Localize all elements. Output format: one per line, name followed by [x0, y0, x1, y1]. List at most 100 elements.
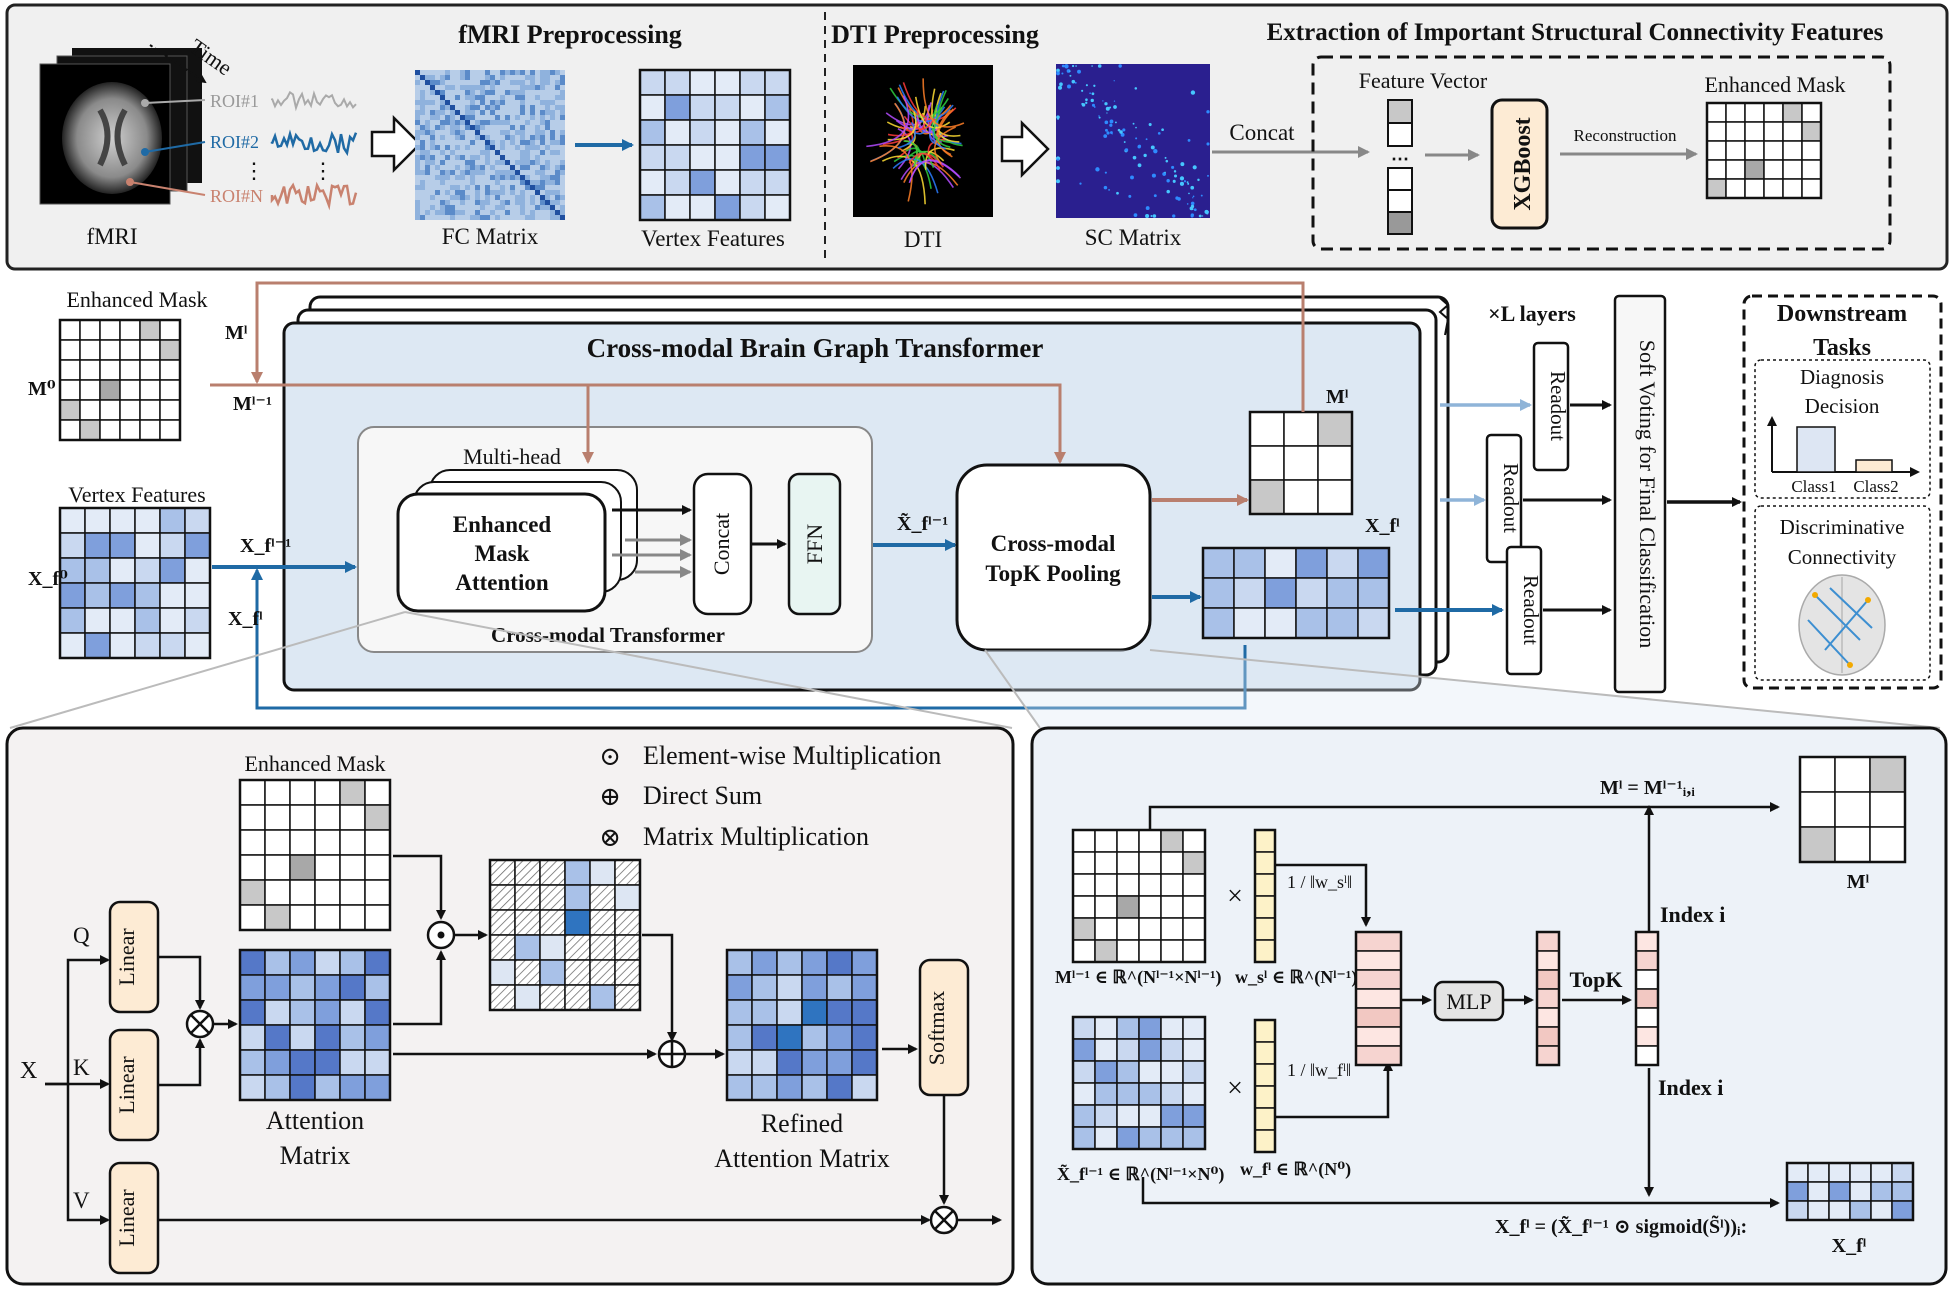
fc-matrix-cell [415, 105, 420, 110]
refined-attention-cell [826, 1024, 853, 1051]
fc-matrix-cell [460, 130, 465, 135]
readout-box-3 [1505, 545, 1543, 676]
vertex-features-x0-cell [159, 507, 186, 534]
fc-matrix-cell [555, 135, 560, 140]
fc-matrix-cell [480, 155, 485, 160]
ml-out-cell [1834, 826, 1871, 863]
fc-matrix-cell [460, 75, 465, 80]
ml-eq: Mˡ = Mˡ⁻¹ᵢ,ᵢ [1600, 777, 1695, 799]
fc-matrix-cell [530, 95, 535, 100]
fc-matrix-cell [470, 110, 475, 115]
fc-matrix-cell [545, 185, 550, 190]
fc-matrix-cell [545, 175, 550, 180]
m-input-cell [1116, 917, 1140, 941]
fc-matrix-cell [520, 135, 525, 140]
fc-matrix-cell [450, 140, 455, 145]
brain-connectivity-image [1798, 574, 1886, 676]
fc-matrix-cell [490, 155, 495, 160]
fc-matrix-cell [420, 125, 425, 130]
xf-out-cell [1786, 1162, 1809, 1183]
fc-matrix-cell [515, 90, 520, 95]
legend-symbol-2: ⊕ [599, 782, 621, 811]
masked-attention-cell [564, 959, 591, 986]
fc-matrix-cell [445, 180, 450, 185]
enhanced-mask-m0-cell [59, 379, 81, 401]
fc-matrix-cell [485, 130, 490, 135]
middle-section: Enhanced Mask M⁰ Vertex Features X_f⁰ Cr… [9, 281, 1943, 729]
fc-matrix-cell [525, 110, 530, 115]
fc-matrix-cell [535, 165, 540, 170]
refined-attention-cell [726, 1074, 753, 1101]
attention-cell [264, 1074, 291, 1101]
x-input-cell [1116, 1082, 1140, 1106]
fc-matrix-cell [560, 185, 565, 190]
xf-out-cell [1870, 1162, 1893, 1183]
fc-matrix-cell [475, 170, 480, 175]
fc-matrix-cell [515, 85, 520, 90]
fc-matrix-cell [515, 205, 520, 210]
fc-matrix-cell [445, 95, 450, 100]
m-input-cell [1116, 895, 1140, 919]
fc-matrix-cell [440, 125, 445, 130]
m-input-cell [1116, 939, 1140, 963]
fc-matrix-cell [500, 160, 505, 165]
fc-matrix-cell [465, 160, 470, 165]
fc-matrix-cell [540, 95, 545, 100]
fc-matrix-cell [525, 95, 530, 100]
fc-matrix-cell [445, 110, 450, 115]
fc-matrix-cell [485, 100, 490, 105]
xf-out-cell [1849, 1200, 1872, 1221]
fc-matrix-cell [505, 95, 510, 100]
attention-cell [339, 974, 366, 1001]
ml-mid-cell [1283, 411, 1319, 447]
vertex-features-x0-cell [184, 532, 211, 559]
fc-matrix-cell [545, 150, 550, 155]
fc-matrix-cell [540, 210, 545, 215]
fc-matrix-cell [545, 135, 550, 140]
fc-matrix-cell [535, 200, 540, 205]
fc-matrix-cell [530, 130, 535, 135]
fc-matrix-cell [470, 185, 475, 190]
attention-cell [264, 1049, 291, 1076]
fc-matrix-cell [420, 145, 425, 150]
fc-matrix-cell [560, 165, 565, 170]
fc-matrix-cell [490, 85, 495, 90]
fc-matrix-cell [520, 105, 525, 110]
fc-matrix-cell [510, 100, 515, 105]
fc-matrix-cell [495, 180, 500, 185]
fc-matrix-cell [435, 200, 440, 205]
fc-matrix-cell [450, 205, 455, 210]
x-input-cell [1182, 1038, 1206, 1062]
x-input-cell [1182, 1016, 1206, 1040]
fc-matrix-cell [550, 145, 555, 150]
matmul-op-1 [185, 1009, 215, 1039]
fc-matrix-cell [435, 170, 440, 175]
fc-matrix-cell [550, 195, 555, 200]
fc-matrix-cell [420, 190, 425, 195]
fc-matrix-cell [415, 150, 420, 155]
fc-matrix-cell [545, 195, 550, 200]
vertex-features-x0-cell [134, 607, 161, 634]
fc-matrix-cell [545, 100, 550, 105]
fc-matrix-cell [545, 170, 550, 175]
fc-matrix-cell [420, 110, 425, 115]
m-input-cell [1160, 939, 1184, 963]
fc-matrix-cell [435, 215, 440, 220]
xf-l-minus-label: X_fˡ⁻¹ [240, 535, 291, 557]
fc-matrix-cell [520, 100, 525, 105]
v-label: V [73, 1188, 90, 1213]
enhanced-mask-m0-cell [139, 379, 161, 401]
fc-matrix-cell [460, 95, 465, 100]
masked-attention-cell [489, 884, 516, 911]
fc-matrix-cell [425, 190, 430, 195]
fc-matrix-cell [465, 205, 470, 210]
fc-matrix-cell [535, 210, 540, 215]
vertex-features-top-cell [664, 119, 691, 146]
feature-vector-label: Feature Vector [1359, 68, 1488, 93]
masked-attention-cell [489, 984, 516, 1011]
fc-matrix-cell [415, 80, 420, 85]
fc-matrix-cell [555, 120, 560, 125]
linear-k-label: Linear [114, 1056, 139, 1114]
enhanced-mask-top-cell [1744, 140, 1765, 161]
fc-matrix-cell [545, 165, 550, 170]
